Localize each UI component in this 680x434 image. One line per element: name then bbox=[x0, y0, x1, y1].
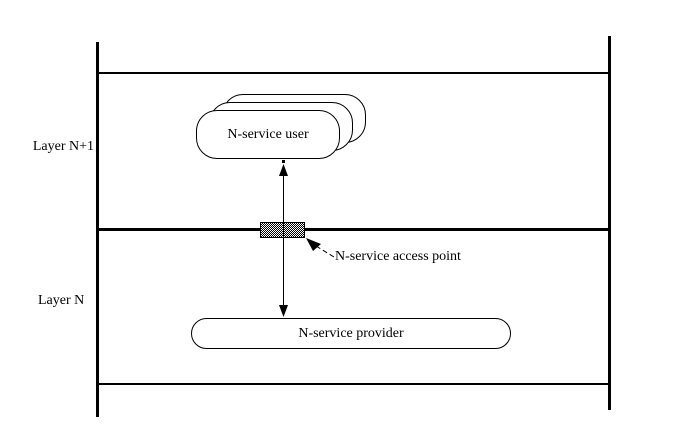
service-access-point bbox=[260, 222, 305, 238]
layer-n-plus-1-label: Layer N+1 bbox=[32, 139, 94, 154]
right-boundary-line bbox=[608, 36, 611, 410]
layer-n-label: Layer N bbox=[38, 293, 85, 308]
up-arrowhead bbox=[279, 164, 288, 176]
arrow-start-dot bbox=[282, 160, 285, 163]
access-point-label: N-service access point bbox=[335, 249, 461, 264]
service-user-node: N-service user bbox=[196, 110, 340, 159]
service-user-label: N-service user bbox=[227, 126, 309, 142]
down-arrowhead bbox=[279, 305, 288, 317]
lower-layer-bottom-line bbox=[96, 383, 611, 385]
layer-boundary-line bbox=[96, 228, 611, 231]
service-provider-node: N-service provider bbox=[191, 318, 511, 349]
leader-line bbox=[315, 245, 335, 258]
access-point-arrowhead bbox=[306, 238, 321, 251]
service-provider-label: N-service provider bbox=[298, 325, 404, 341]
upper-layer-top-line bbox=[96, 72, 611, 74]
